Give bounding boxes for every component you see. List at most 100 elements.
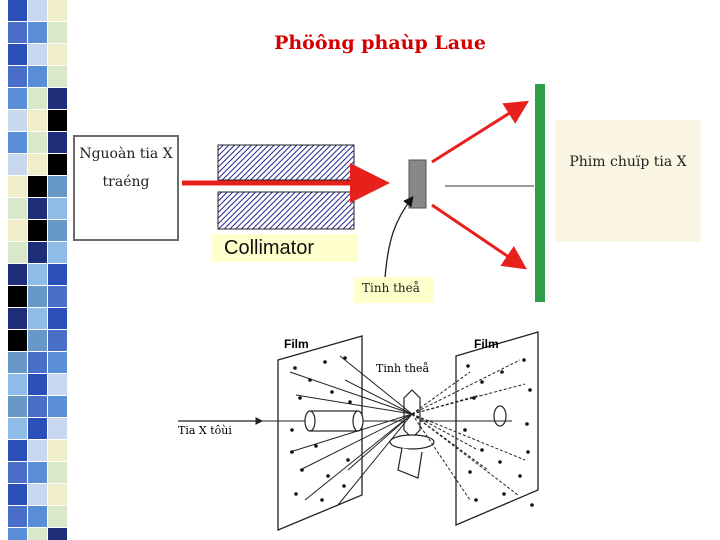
strip-cell (28, 220, 47, 241)
strip-cell (8, 44, 27, 65)
diffraction-spot (472, 396, 476, 400)
diffraction-spot (502, 492, 506, 496)
diffracted-ray (337, 413, 413, 506)
strip-cell (48, 242, 67, 263)
strip-cell (48, 462, 67, 483)
diffracted-ray (289, 413, 413, 453)
strip-cell (28, 308, 47, 329)
diffracted-ray (411, 413, 471, 501)
diffraction-spot (343, 356, 347, 360)
strip-cell (48, 176, 67, 197)
diffraction-spot (518, 474, 522, 478)
diffracted-beam-lower (431, 203, 527, 270)
diffraction-spot (320, 498, 324, 502)
strip-cell (48, 418, 67, 439)
sketch-diffracted-rays (289, 355, 526, 506)
diffraction-spot (300, 468, 304, 472)
sketch-collimator-tube (309, 410, 359, 432)
diffracted-ray (411, 413, 519, 496)
strip-cell (48, 0, 67, 21)
diffraction-spot (526, 450, 530, 454)
strip-cell (8, 484, 27, 505)
diffracted-ray (347, 413, 413, 471)
strip-cell (28, 528, 47, 540)
diffracted-ray (304, 413, 413, 501)
strip-cell (28, 242, 47, 263)
xray-source-box (73, 135, 179, 241)
strip-cell (48, 88, 67, 109)
diffraction-spot (314, 444, 318, 448)
diffraction-spot (480, 448, 484, 452)
strip-cell (8, 418, 27, 439)
strip-cell (8, 462, 27, 483)
strip-cell (28, 286, 47, 307)
strip-cell (48, 352, 67, 373)
diffraction-spot (326, 474, 330, 478)
left-film-tag: Film (284, 337, 309, 351)
strip-cell (48, 220, 67, 241)
diffraction-spot (463, 428, 467, 432)
film-label: Phim chuïp tia X (569, 154, 687, 170)
crystal-label: Tinh theå (354, 277, 434, 303)
strip-cell (28, 88, 47, 109)
incident-ray-label: Tia X tôùi (178, 424, 232, 437)
strip-cell (28, 352, 47, 373)
diffraction-spot (323, 360, 327, 364)
diffracted-ray (339, 355, 413, 415)
strip-cell (8, 0, 27, 21)
decorative-left-strip (8, 0, 67, 540)
diffraction-spot (290, 450, 294, 454)
film-plate (535, 84, 545, 302)
diffraction-spot (468, 470, 472, 474)
strip-cell (28, 66, 47, 87)
strip-cell (28, 44, 47, 65)
strip-cell (8, 22, 27, 43)
diffraction-spot (474, 498, 478, 502)
strip-cell (28, 22, 47, 43)
crystal-sample (408, 159, 427, 209)
diffraction-spot (290, 428, 294, 432)
strip-cell (48, 132, 67, 153)
sketch-transmitted-spot (493, 405, 507, 427)
diffraction-spot (294, 492, 298, 496)
strip-cell (8, 242, 27, 263)
strip-cell (48, 440, 67, 461)
diffraction-spot (298, 396, 302, 400)
strip-cell (8, 286, 27, 307)
strip-cell (8, 176, 27, 197)
strip-cell (48, 506, 67, 527)
strip-cell (8, 132, 27, 153)
sketch-collimator-end (352, 410, 364, 432)
diffracted-ray (411, 371, 471, 415)
diffracted-ray (411, 413, 479, 451)
strip-cell (8, 396, 27, 417)
crystal-pointer-curve (384, 195, 414, 279)
diffracted-ray (344, 379, 413, 415)
right-film-tag: Film (474, 337, 499, 351)
strip-cell (8, 308, 27, 329)
strip-cell (48, 66, 67, 87)
diffraction-spot (525, 422, 529, 426)
strip-cell (48, 110, 67, 131)
diffraction-spot (528, 388, 532, 392)
sketch-goniometer (389, 434, 435, 450)
diffraction-spot (466, 364, 470, 368)
strip-cell (28, 110, 47, 131)
strip-cell (8, 352, 27, 373)
strip-cell (28, 330, 47, 351)
diffraction-spot (348, 400, 352, 404)
strip-cell (28, 198, 47, 219)
strip-cell (8, 220, 27, 241)
diffraction-spot (342, 484, 346, 488)
strip-cell (28, 418, 47, 439)
strip-cell (28, 374, 47, 395)
strip-cell (8, 88, 27, 109)
collimator-label: Collimator (212, 234, 358, 262)
strip-cell (28, 176, 47, 197)
strip-cell (8, 66, 27, 87)
strip-cell (8, 506, 27, 527)
strip-cell (8, 528, 27, 540)
diffracted-ray (295, 394, 413, 415)
diffraction-spot (330, 390, 334, 394)
